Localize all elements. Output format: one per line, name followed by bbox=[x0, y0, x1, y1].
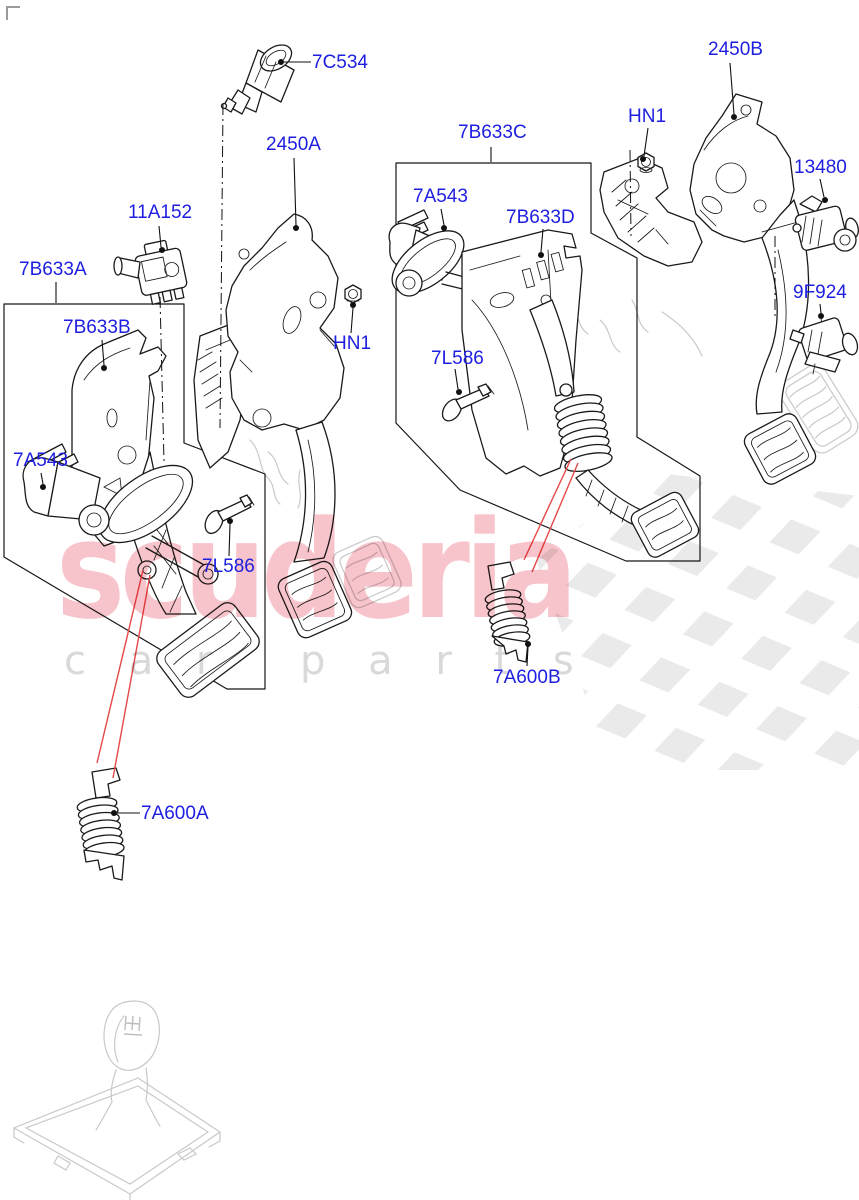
part-label-7b633b[interactable]: 7B633B bbox=[63, 317, 131, 338]
clutch-pedal-2450a-drawing bbox=[193, 213, 353, 639]
crop-corner-mark bbox=[6, 6, 20, 20]
hatch-detail-right bbox=[611, 179, 655, 243]
nut-hn1-right-drawing bbox=[637, 152, 655, 173]
accelerator-pedal-ghost bbox=[778, 364, 859, 454]
switch-7c534-drawing bbox=[220, 44, 295, 115]
part-label-7c534[interactable]: 7C534 bbox=[312, 52, 368, 73]
part-label-7b633a[interactable]: 7B633A bbox=[19, 259, 87, 280]
spring-7a600a-drawing bbox=[76, 767, 125, 881]
left-assembly-group-box bbox=[3, 303, 266, 690]
part-label-13480[interactable]: 13480 bbox=[794, 157, 847, 178]
hatch-detail-left bbox=[197, 351, 223, 409]
part-label-7l586-left[interactable]: 7L586 bbox=[202, 556, 255, 577]
assembly-axis-lines bbox=[159, 103, 776, 463]
gear-shifter-ghost-drawing bbox=[12, 1000, 222, 1200]
part-label-7a543-left[interactable]: 7A543 bbox=[13, 450, 68, 471]
brake-pedal-2450b-drawing bbox=[599, 93, 817, 485]
part-label-7a600b[interactable]: 7A600B bbox=[493, 667, 561, 688]
checkered-flag-background bbox=[536, 472, 859, 770]
part-label-7b633d[interactable]: 7B633D bbox=[506, 207, 575, 228]
brake-pad-ghost bbox=[332, 535, 402, 609]
leader-lines bbox=[40, 59, 828, 816]
part-label-7b633c[interactable]: 7B633C bbox=[458, 122, 527, 143]
switch-9f924-drawing bbox=[789, 317, 859, 375]
part-label-hn1-right[interactable]: HN1 bbox=[628, 106, 667, 127]
part-label-7a600a[interactable]: 7A600A bbox=[141, 803, 209, 824]
red-reference-lines bbox=[96, 458, 579, 779]
sensor-11a152-drawing bbox=[113, 239, 188, 305]
nut-hn1-left-drawing bbox=[344, 284, 362, 304]
part-label-7a543-right[interactable]: 7A543 bbox=[413, 186, 468, 207]
right-assembly-group-box bbox=[395, 162, 701, 562]
part-label-2450a[interactable]: 2450A bbox=[266, 134, 321, 155]
shift-pattern-icon bbox=[123, 1015, 143, 1036]
part-label-2450b[interactable]: 2450B bbox=[708, 39, 763, 60]
clutch-pedal-assembly-right-drawing bbox=[388, 209, 700, 558]
part-label-11a152[interactable]: 11A152 bbox=[128, 202, 193, 223]
part-label-hn1-left[interactable]: HN1 bbox=[333, 333, 372, 354]
part-label-9f924[interactable]: 9F924 bbox=[793, 282, 847, 303]
clutch-pedal-assembly-left-drawing bbox=[22, 329, 260, 698]
spring-7a600b-drawing bbox=[484, 561, 531, 663]
switch-13480-drawing bbox=[761, 195, 859, 252]
part-label-7l586-right[interactable]: 7L586 bbox=[431, 348, 484, 369]
